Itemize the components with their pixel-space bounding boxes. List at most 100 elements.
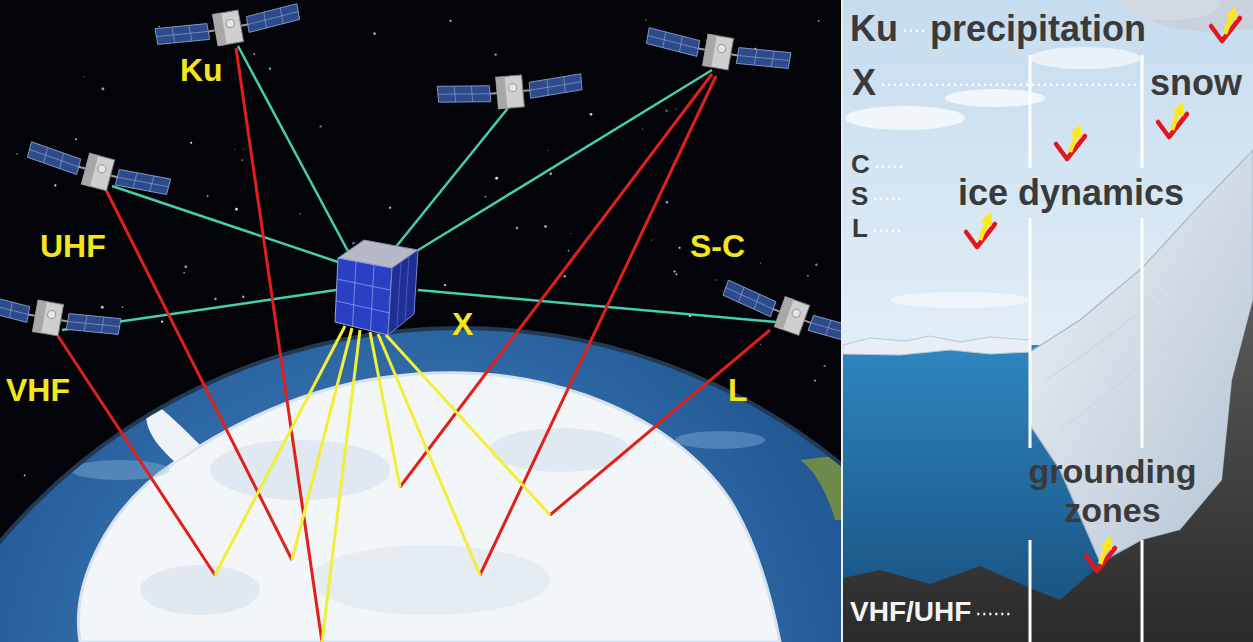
clouds [890, 292, 1030, 308]
transmit-lines [480, 76, 716, 575]
cubesat [371, 265, 375, 331]
band-label: X [452, 306, 473, 343]
star [389, 206, 391, 208]
reflection-lines [215, 326, 550, 642]
star [675, 108, 676, 109]
ice-texture [1045, 280, 1225, 480]
star [590, 113, 593, 116]
star [666, 201, 668, 203]
dotted-leader [876, 166, 906, 169]
satellites [719, 276, 843, 355]
star [101, 306, 104, 309]
star [570, 233, 571, 234]
star [161, 320, 163, 322]
star [651, 239, 652, 240]
panel-dividers [1029, 218, 1032, 448]
star [449, 20, 451, 22]
band-label: Ku [180, 52, 223, 89]
band-label: S-C [690, 228, 745, 265]
cubesat [353, 261, 357, 326]
reflection-symbols [1086, 536, 1115, 571]
satellites [0, 0, 843, 356]
panel-dividers [1029, 55, 1032, 168]
transmit-lines [400, 74, 712, 487]
star [678, 247, 680, 249]
crosslink-lines [395, 108, 508, 248]
dotted-leader [977, 613, 1013, 616]
antarctica [140, 565, 260, 615]
band-label: Ku [850, 8, 898, 49]
cubesat [336, 301, 389, 313]
dotted-leader [874, 198, 904, 201]
panel-border [841, 0, 843, 642]
antarctica [146, 400, 200, 462]
star [234, 149, 235, 150]
star [299, 213, 300, 214]
antarctica [675, 431, 765, 449]
star [190, 142, 192, 144]
star [319, 125, 321, 127]
antarctica [78, 373, 780, 642]
star [564, 275, 566, 277]
space-scene [0, 0, 843, 642]
clouds [1030, 47, 1140, 69]
star [101, 87, 104, 90]
transmit-lines [550, 330, 770, 515]
application-label: precipitation [930, 8, 1146, 49]
star [373, 32, 376, 35]
reflection-lines [386, 335, 550, 515]
star [158, 26, 160, 28]
band-label: C [851, 150, 870, 180]
sea-ice [843, 336, 1030, 355]
star [122, 306, 124, 308]
star [184, 265, 187, 268]
star [547, 150, 548, 151]
application-label: snow [1150, 62, 1242, 103]
panel-dividers [1141, 218, 1144, 448]
star [818, 20, 820, 22]
star [269, 68, 271, 70]
dotted-leader [904, 29, 924, 32]
crosslink-lines [415, 70, 712, 252]
band-label: S [851, 182, 868, 212]
star [568, 250, 570, 252]
star [495, 177, 498, 180]
star [716, 279, 718, 281]
application-label: ice dynamics [958, 172, 1184, 213]
dotted-leader [882, 83, 1144, 86]
star [16, 153, 18, 155]
cubesat [335, 258, 392, 335]
satellites [154, 0, 301, 56]
reflection-lines [215, 326, 345, 575]
bedrock [843, 300, 1253, 642]
star [823, 365, 825, 367]
reflection-symbols [1158, 102, 1187, 137]
band-label: X [852, 62, 876, 103]
reflection-symbols [1056, 124, 1085, 159]
dotted-leader [874, 230, 904, 233]
star [544, 225, 547, 228]
satellites [644, 24, 791, 81]
panel-dividers [1029, 540, 1032, 642]
star [253, 53, 255, 55]
earth [0, 326, 843, 642]
antarctica [800, 455, 843, 520]
crosslink-lines [112, 186, 338, 262]
band-label: VHF/UHF [850, 596, 971, 628]
reflection-lines [378, 334, 480, 575]
clouds [845, 106, 965, 130]
star [814, 380, 816, 382]
star [183, 272, 184, 273]
star [54, 184, 56, 186]
antarctica [70, 460, 170, 480]
star [24, 474, 26, 476]
reflection-lines [370, 332, 400, 487]
transmit-lines [236, 48, 322, 642]
sky [843, 0, 1253, 642]
star [207, 195, 209, 197]
band-label: L [728, 372, 748, 409]
panel-dividers [1030, 55, 1142, 642]
reflection-symbols [1211, 6, 1240, 41]
